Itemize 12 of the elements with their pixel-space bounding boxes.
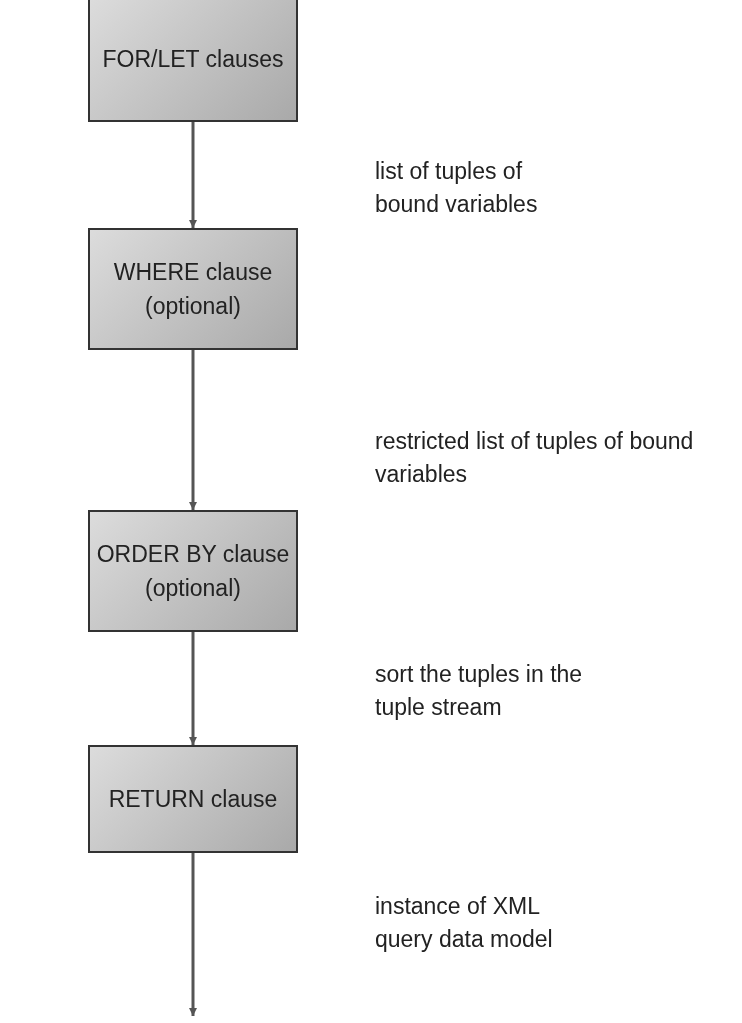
- box-label: ORDER BY clause (optional): [95, 539, 291, 603]
- box-label: RETURN clause: [108, 784, 278, 814]
- process-box: [88, 510, 298, 632]
- arrow: [189, 853, 197, 1016]
- box-label: FOR/LET clauses: [102, 45, 284, 75]
- process-box: [88, 228, 298, 350]
- box-label: WHERE clause (optional): [112, 257, 274, 321]
- arrow: [189, 122, 197, 228]
- process-box: [88, 745, 298, 853]
- arrow: [189, 632, 197, 745]
- arrow: [189, 350, 197, 510]
- process-box: [88, 0, 298, 122]
